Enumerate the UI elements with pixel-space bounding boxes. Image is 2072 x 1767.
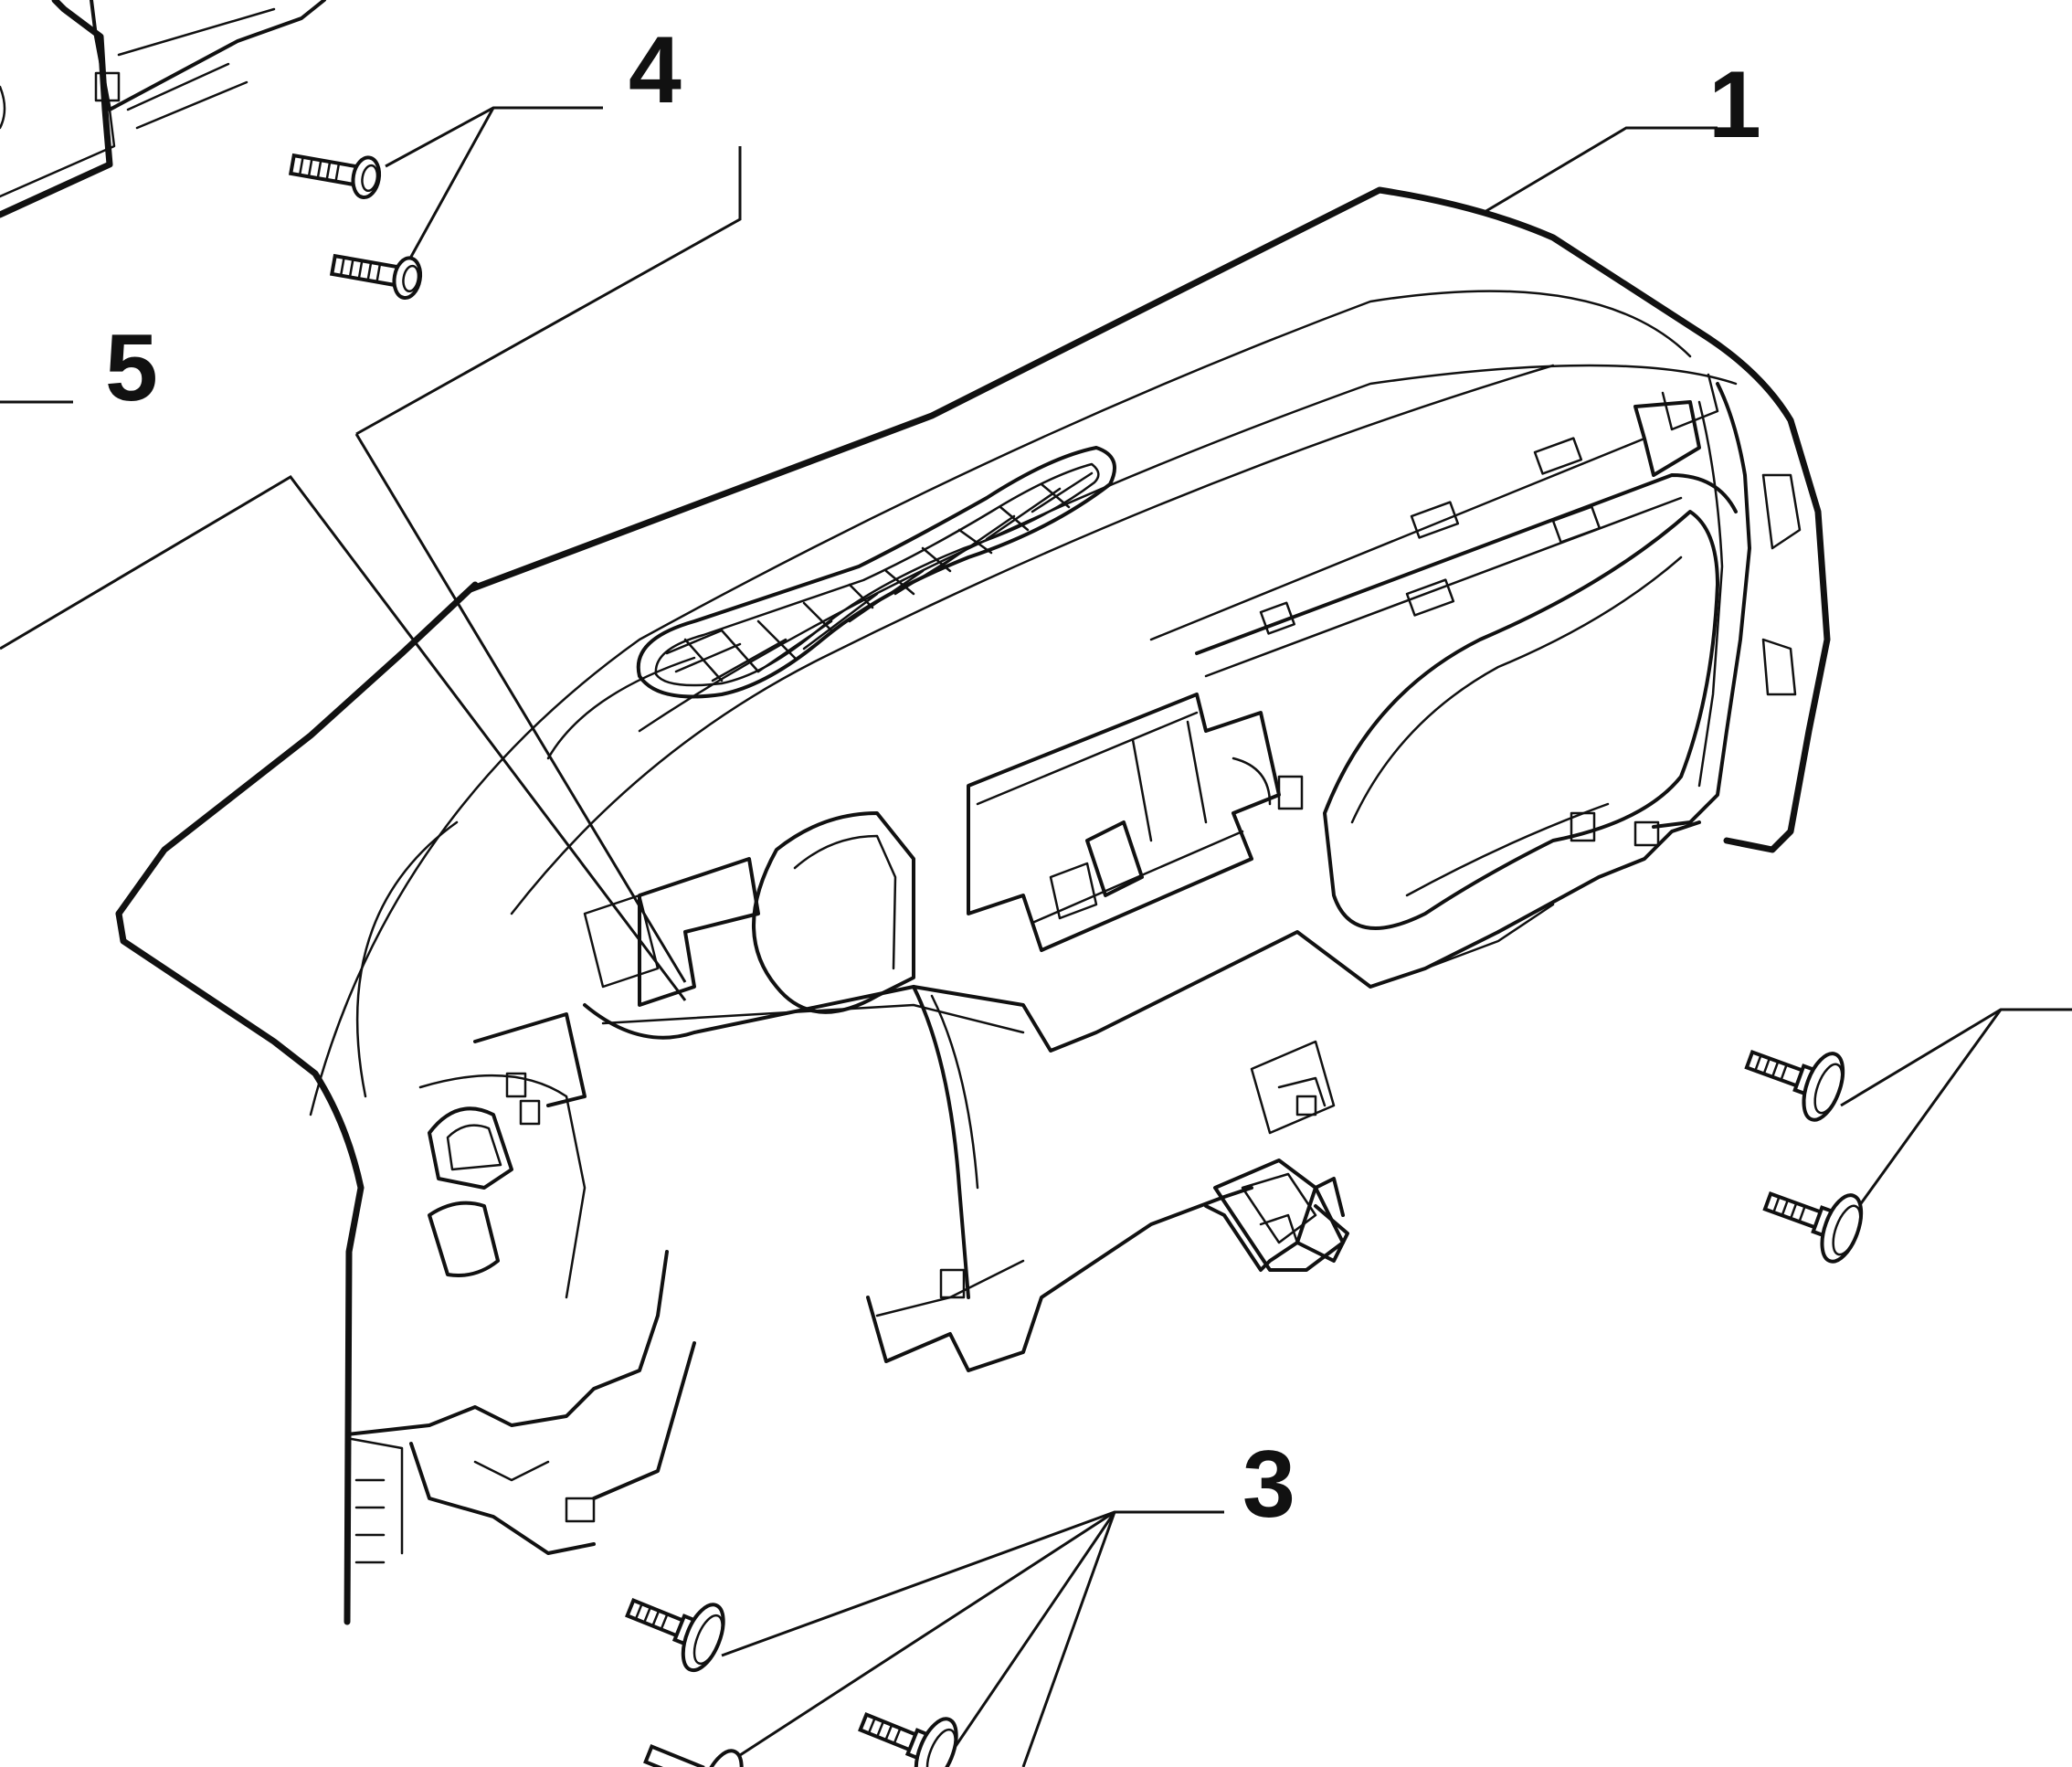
right-screw-1 (1744, 1049, 1845, 1122)
lower-screw-2 (858, 1712, 958, 1767)
callout-3: 3 (1242, 1432, 1295, 1538)
side-panel-fragment (0, 0, 326, 218)
upper-bolt-2 (329, 253, 423, 301)
vent-grille (665, 471, 1094, 682)
bolt-icon (329, 253, 423, 301)
flange-screw-icon (858, 1712, 958, 1767)
defroster-vent (636, 446, 1116, 699)
upper-bolt-1 (288, 153, 382, 200)
lower-screw-3 (643, 1744, 744, 1767)
callout-4: 4 (629, 17, 682, 123)
right-screw-2 (1762, 1190, 1864, 1264)
callout-1: 1 (1708, 52, 1761, 158)
flange-screw-icon (1762, 1190, 1864, 1264)
dashboard-panel (115, 186, 1831, 1625)
callout-5: 5 (105, 315, 158, 421)
flange-screw-icon (643, 1744, 744, 1767)
flange-screw-icon (625, 1598, 725, 1673)
flange-screw-icon (1744, 1049, 1845, 1122)
leader-lines (0, 106, 2072, 1767)
bolt-icon (288, 153, 382, 200)
lower-screw-1 (625, 1598, 725, 1673)
